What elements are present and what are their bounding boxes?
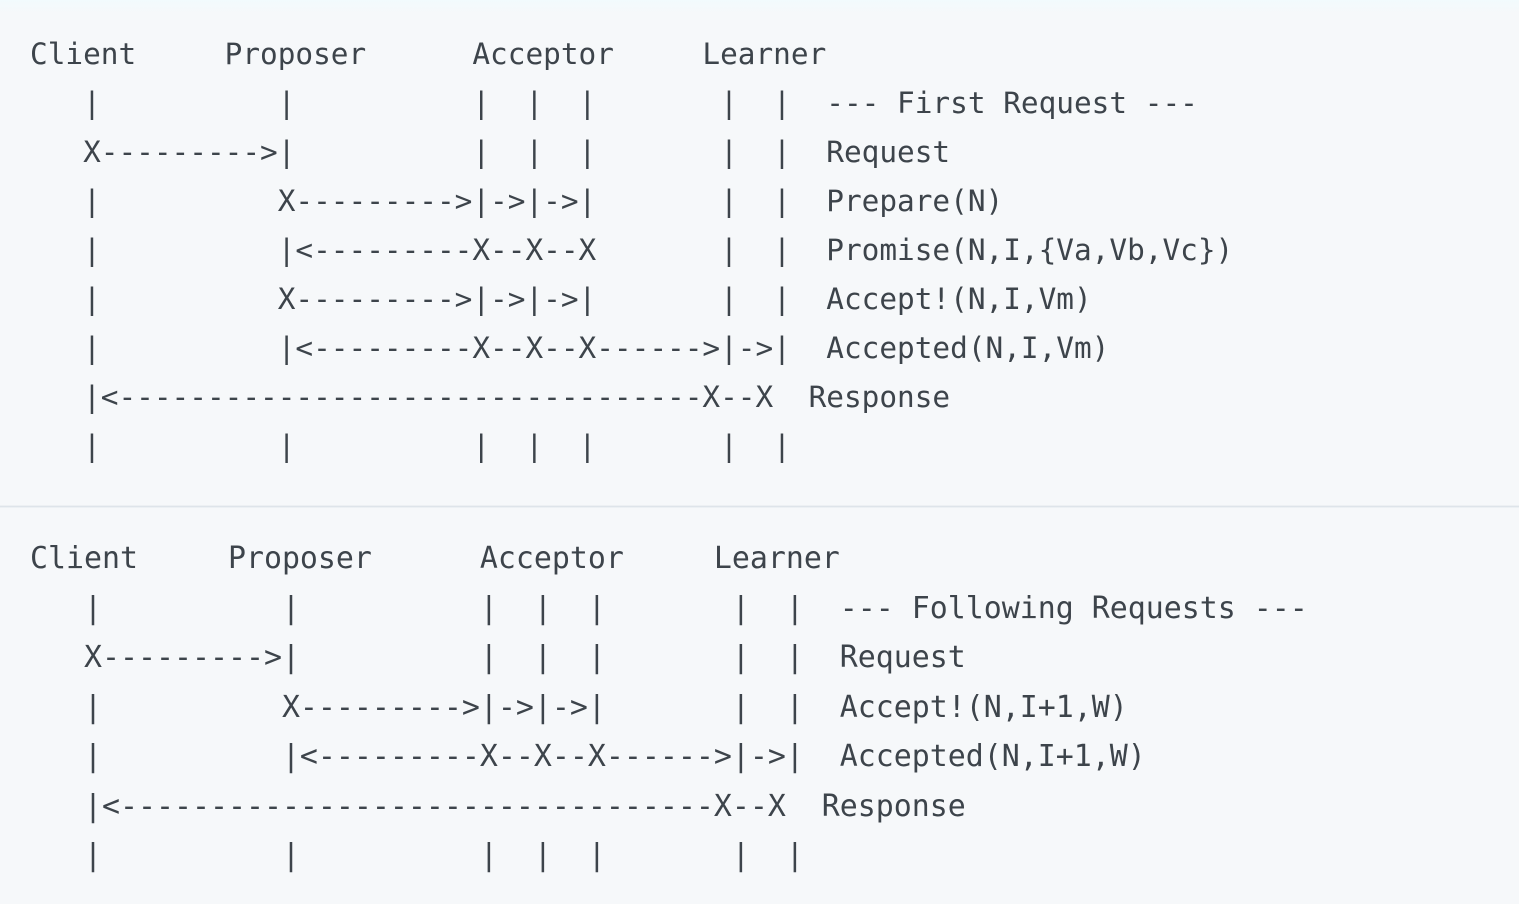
paxos-following-requests-block: Client Proposer Acceptor Learner | | | |… xyxy=(0,534,1519,881)
first-request-ascii-art: Client Proposer Acceptor Learner | | | |… xyxy=(30,37,1234,463)
block-separator xyxy=(0,505,1519,508)
paxos-first-request-block: Client Proposer Acceptor Learner | | | |… xyxy=(0,30,1519,471)
following-requests-ascii-art: Client Proposer Acceptor Learner | | | |… xyxy=(30,541,1308,873)
